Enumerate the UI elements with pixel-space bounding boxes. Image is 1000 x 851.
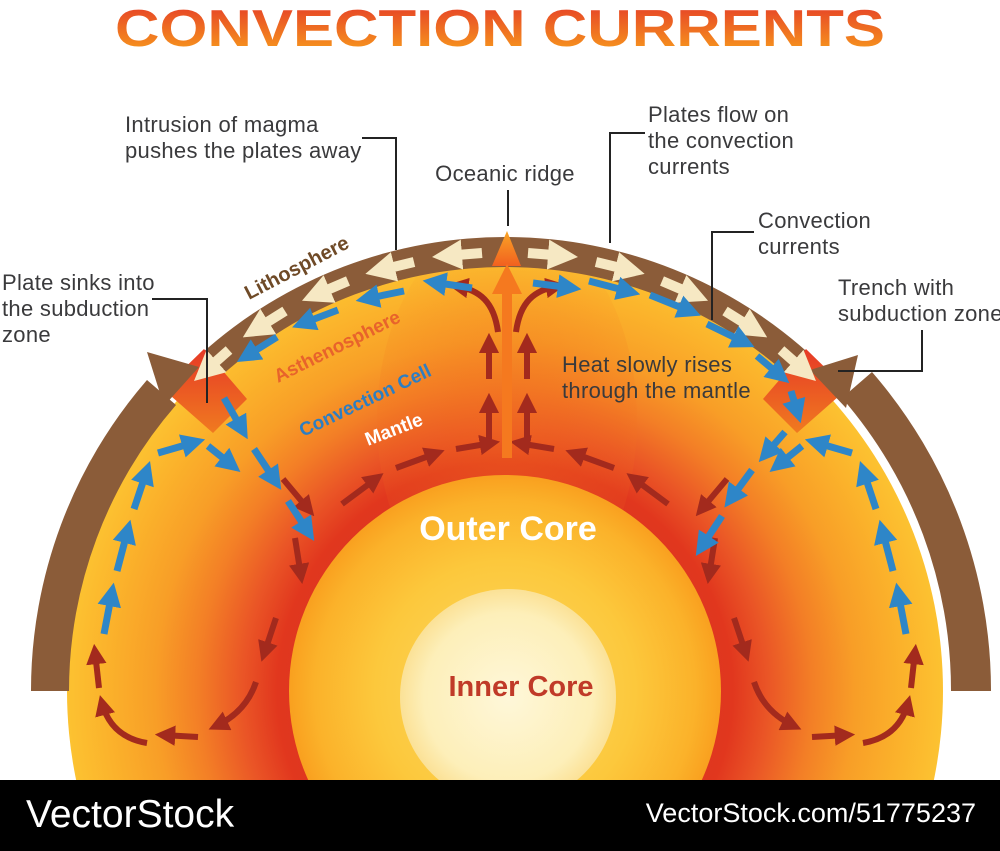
plate-arrow <box>242 306 288 338</box>
trench-leader-line <box>838 330 923 372</box>
left-overriding-peak <box>147 352 199 406</box>
oceanic-ridge-label: Oceanic ridge <box>435 161 575 186</box>
convection-arrow <box>769 443 805 472</box>
convection-arrow <box>648 291 701 318</box>
convection-arrow <box>236 334 279 363</box>
sinking-flow-arrow <box>731 617 752 662</box>
sinking-flow-arrow <box>280 477 315 517</box>
core-flow-arrow <box>626 473 670 507</box>
convection-arrow <box>804 434 853 458</box>
convection-arrow <box>888 582 913 635</box>
right-outer-plate-slab <box>842 372 992 691</box>
plates-flow-leader-line <box>609 132 645 243</box>
plates-flow-label-line3: currents <box>648 154 730 179</box>
convection-currents-label-line2: currents <box>758 234 840 259</box>
inner-core-layer <box>400 589 616 781</box>
plate-arrow <box>660 275 709 303</box>
plate-arrow <box>527 239 578 270</box>
convection-arrow <box>157 434 206 458</box>
plate-arrow <box>365 252 416 282</box>
left-outer-plate-slab <box>30 380 176 691</box>
core-flow-arrow <box>565 447 616 471</box>
bottom-flow-arrow <box>811 725 856 746</box>
plate-arrow <box>594 252 645 282</box>
vectorstock-logo[interactable]: VectorStock <box>26 793 235 836</box>
convection-arrow <box>782 389 806 424</box>
plates-flow-label-line2: the convection <box>648 128 794 153</box>
rising-edge-arrow <box>903 643 924 689</box>
convection-arrow <box>754 353 790 384</box>
plate-sinks-label-line3: zone <box>2 322 51 347</box>
heat-label-line1: Heat slowly rises <box>562 352 732 377</box>
convection-arrow <box>758 429 788 463</box>
intrusion-label-line1: Intrusion of magma <box>125 112 319 137</box>
lithosphere-crust <box>201 236 815 381</box>
sinking-flow-arrow <box>695 477 730 517</box>
core-flow-arrow <box>394 447 445 471</box>
bottom-hook-arrow <box>95 695 148 746</box>
convection-currents-label-line1: Convection <box>758 208 871 233</box>
plate-sinks-label-line1: Plate sinks into <box>2 270 155 295</box>
outer-core-label: Outer Core <box>419 510 597 548</box>
rising-edge-arrow <box>86 643 107 689</box>
bottom-flow-arrow <box>208 680 259 731</box>
convection-arrow <box>724 467 755 508</box>
convection-arrow <box>292 306 340 331</box>
core-flow-arrow <box>509 434 555 456</box>
plate-sinks-leader-line <box>152 298 208 403</box>
inner-core-label: Inner Core <box>448 671 593 703</box>
convection-arrow <box>874 519 898 572</box>
bottom-hook-arrow <box>862 695 915 746</box>
bottom-flow-arrow <box>154 725 199 746</box>
convection-cell-arrows <box>97 272 913 635</box>
plates-flow-label-line1: Plates flow on <box>648 102 789 127</box>
convection-arrow <box>422 272 473 296</box>
sinking-flow-arrow <box>258 617 279 662</box>
leader-lines <box>152 132 923 403</box>
core-flow-arrow <box>340 473 384 507</box>
sinking-flow-arrow <box>289 537 310 585</box>
trench-label-line1: Trench with <box>838 275 954 300</box>
plate-sinks-label-line2: the subduction <box>2 296 149 321</box>
convection-arrow <box>695 514 725 556</box>
plate-arrow <box>301 275 350 303</box>
trench-label-line2: subduction zone <box>838 301 1000 326</box>
convection-arrow <box>588 276 641 300</box>
convection-arrow <box>112 519 136 572</box>
intrusion-label-line2: pushes the plates away <box>125 138 362 163</box>
page-title: CONVECTION CURRENTS <box>115 0 885 58</box>
bottom-flow-arrow <box>751 680 802 731</box>
oceanic-ridge-magma-intrusion <box>492 231 521 266</box>
convection-arrow <box>220 396 248 440</box>
convection-arrow <box>856 460 880 511</box>
plate-arrow <box>432 239 483 270</box>
convection-arrow <box>355 284 405 308</box>
plate-arrow <box>777 346 816 381</box>
heat-label-line2: through the mantle <box>562 378 751 403</box>
footer-background <box>0 780 1000 851</box>
earth-cross-section <box>30 220 992 781</box>
convection-currents-leader-line <box>711 231 754 320</box>
annotation-labels: Intrusion of magma pushes the plates awa… <box>2 102 1000 403</box>
convection-arrow <box>251 447 282 490</box>
convection-arrow <box>205 443 241 472</box>
footer-bar: VectorStock VectorStock.com/51775237 <box>0 780 1000 851</box>
intrusion-leader-line <box>362 137 397 250</box>
right-overriding-peak <box>810 355 858 408</box>
vectorstock-credit-link[interactable]: VectorStock.com/51775237 <box>646 798 976 828</box>
convection-arrow <box>705 320 755 348</box>
convection-arrow <box>97 582 122 635</box>
core-flow-arrow <box>455 434 501 456</box>
convection-arrow <box>285 499 315 541</box>
convection-arrow <box>130 460 154 511</box>
convection-arrow <box>532 274 582 298</box>
